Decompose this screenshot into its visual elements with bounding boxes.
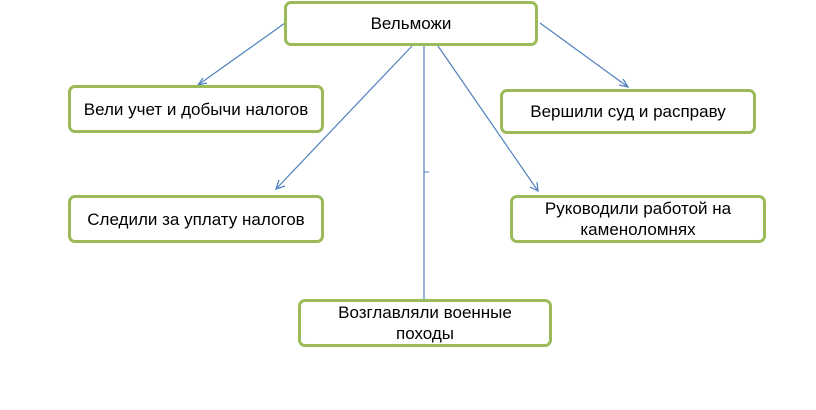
connector-root-to-quarries: [437, 45, 539, 192]
connector-root-to-justice: [539, 22, 629, 88]
node-justice: Вершили суд и расправу: [500, 89, 756, 134]
root-node-velmozhi: Вельможи: [284, 1, 538, 46]
arrowhead-quarries: [529, 181, 539, 193]
connector-root-to-taxes-accounting: [197, 22, 286, 86]
node-taxes-accounting-label: Вели учет и добычи налогов: [83, 99, 309, 119]
connector-root-to-tax-payment: [275, 45, 413, 190]
node-military-label: Возглавляли военные походы: [338, 303, 512, 343]
node-military-campaigns: Возглавляли военные походы: [298, 299, 552, 347]
node-tax-payment-label: Следили за уплату налогов: [87, 209, 305, 229]
node-quarries-label: Руководили работой на каменоломнях: [544, 199, 732, 239]
root-node-label: Вельможи: [370, 14, 452, 33]
node-justice-label: Вершили суд и расправу: [530, 102, 726, 121]
node-quarries: Руководили работой на каменоломнях: [510, 195, 766, 243]
node-taxes-accounting: Вели учет и добычи налогов: [68, 85, 324, 133]
node-tax-payment: Следили за уплату налогов: [68, 195, 324, 243]
arrowhead-tax-payment: [275, 179, 286, 190]
arrowhead-justice: [618, 78, 630, 88]
